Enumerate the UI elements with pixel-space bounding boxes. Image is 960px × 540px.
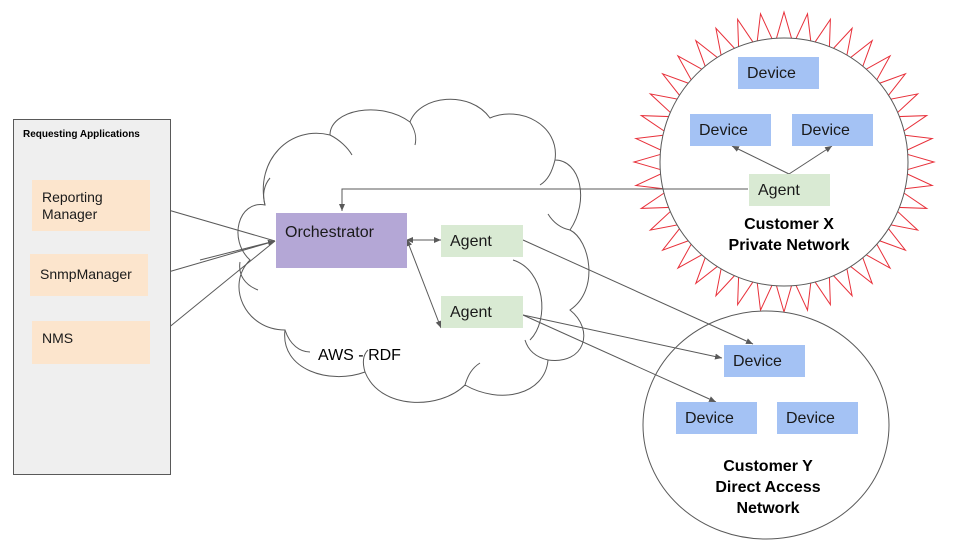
connector-agentx-orch — [339, 188, 748, 211]
connector-agentx-device2 — [788, 145, 833, 175]
customer-x-device-2[interactable]: Device — [690, 114, 771, 146]
customer-x-device-1[interactable]: Device — [738, 57, 819, 89]
customer-y-title: Customer Y Direct Access Network — [683, 456, 853, 519]
app-reporting-manager[interactable]: Reporting Manager — [32, 180, 150, 231]
customer-x-title: Customer X Private Network — [704, 214, 874, 256]
connector-orch-reporting — [150, 204, 276, 242]
customer-x-title-line1: Customer X — [744, 216, 834, 233]
requesting-applications-panel: Requesting Applications — [13, 119, 171, 475]
customer-y-title-line3: Network — [736, 500, 800, 517]
customer-y-title-line2: Direct Access — [715, 479, 821, 496]
customer-x-agent[interactable]: Agent — [749, 174, 830, 206]
customer-y-device-2[interactable]: Device — [676, 402, 757, 434]
connector-orch-snmp — [150, 240, 276, 278]
connector-orch-agent2 — [406, 239, 442, 329]
customer-y-network-circle — [642, 310, 890, 540]
customer-y-title-line1: Customer Y — [723, 458, 813, 475]
connector-arrowhead-orch — [199, 239, 276, 261]
app-nms[interactable]: NMS — [32, 321, 150, 364]
agent-node-2[interactable]: Agent — [441, 296, 523, 328]
connector-agent1-devicey — [522, 239, 754, 345]
connector-orch-nms — [150, 240, 276, 343]
connector-agent2-devicey2 — [522, 314, 717, 403]
customer-y-device-1[interactable]: Device — [724, 345, 805, 377]
app-snmp-manager[interactable]: SnmpManager — [30, 254, 148, 296]
agent-node-1[interactable]: Agent — [441, 225, 523, 257]
customer-y-device-3[interactable]: Device — [777, 402, 858, 434]
customer-x-title-line2: Private Network — [728, 237, 850, 254]
orchestrator-node[interactable]: Orchestrator — [276, 213, 407, 268]
customer-x-device-3[interactable]: Device — [792, 114, 873, 146]
cloud-label: AWS - RDF — [318, 347, 401, 364]
panel-title: Requesting Applications — [23, 129, 140, 140]
customer-x-network-circle — [659, 37, 909, 287]
connector-agent2-devicey1 — [522, 314, 723, 360]
connector-agentx-device1 — [731, 145, 790, 175]
